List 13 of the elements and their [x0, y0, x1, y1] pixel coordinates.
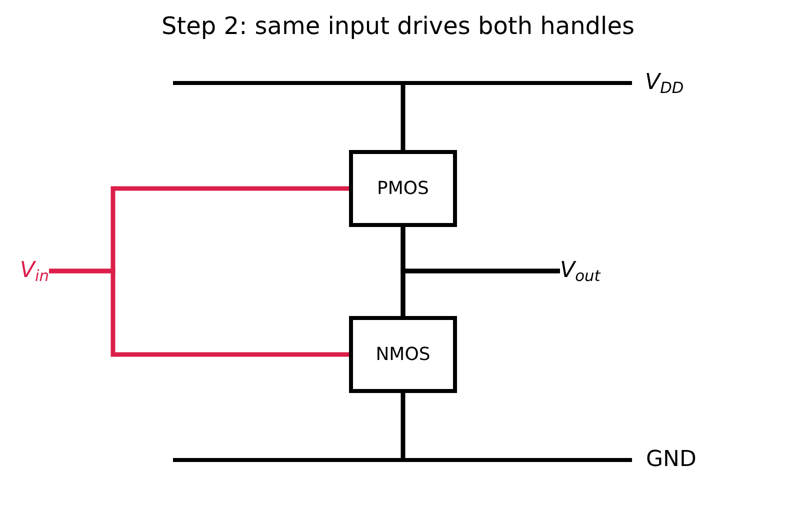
- output-label: V$_{out}$: [560, 258, 600, 284]
- transistor-box: NMOS: [349, 316, 457, 393]
- transistor-box: PMOS: [349, 150, 457, 227]
- diagram-title: Step 2: same input drives both handles: [162, 11, 634, 41]
- supply-label: V$_{DD}$: [645, 70, 684, 96]
- ground-label: GND: [646, 447, 696, 473]
- wire: [400, 268, 560, 316]
- wire: [49, 268, 349, 357]
- wire: [400, 85, 406, 150]
- wire: [400, 393, 406, 458]
- ground-rail: [173, 458, 632, 462]
- input-label: V$_{in}$: [20, 258, 49, 284]
- power-rail: [173, 81, 632, 85]
